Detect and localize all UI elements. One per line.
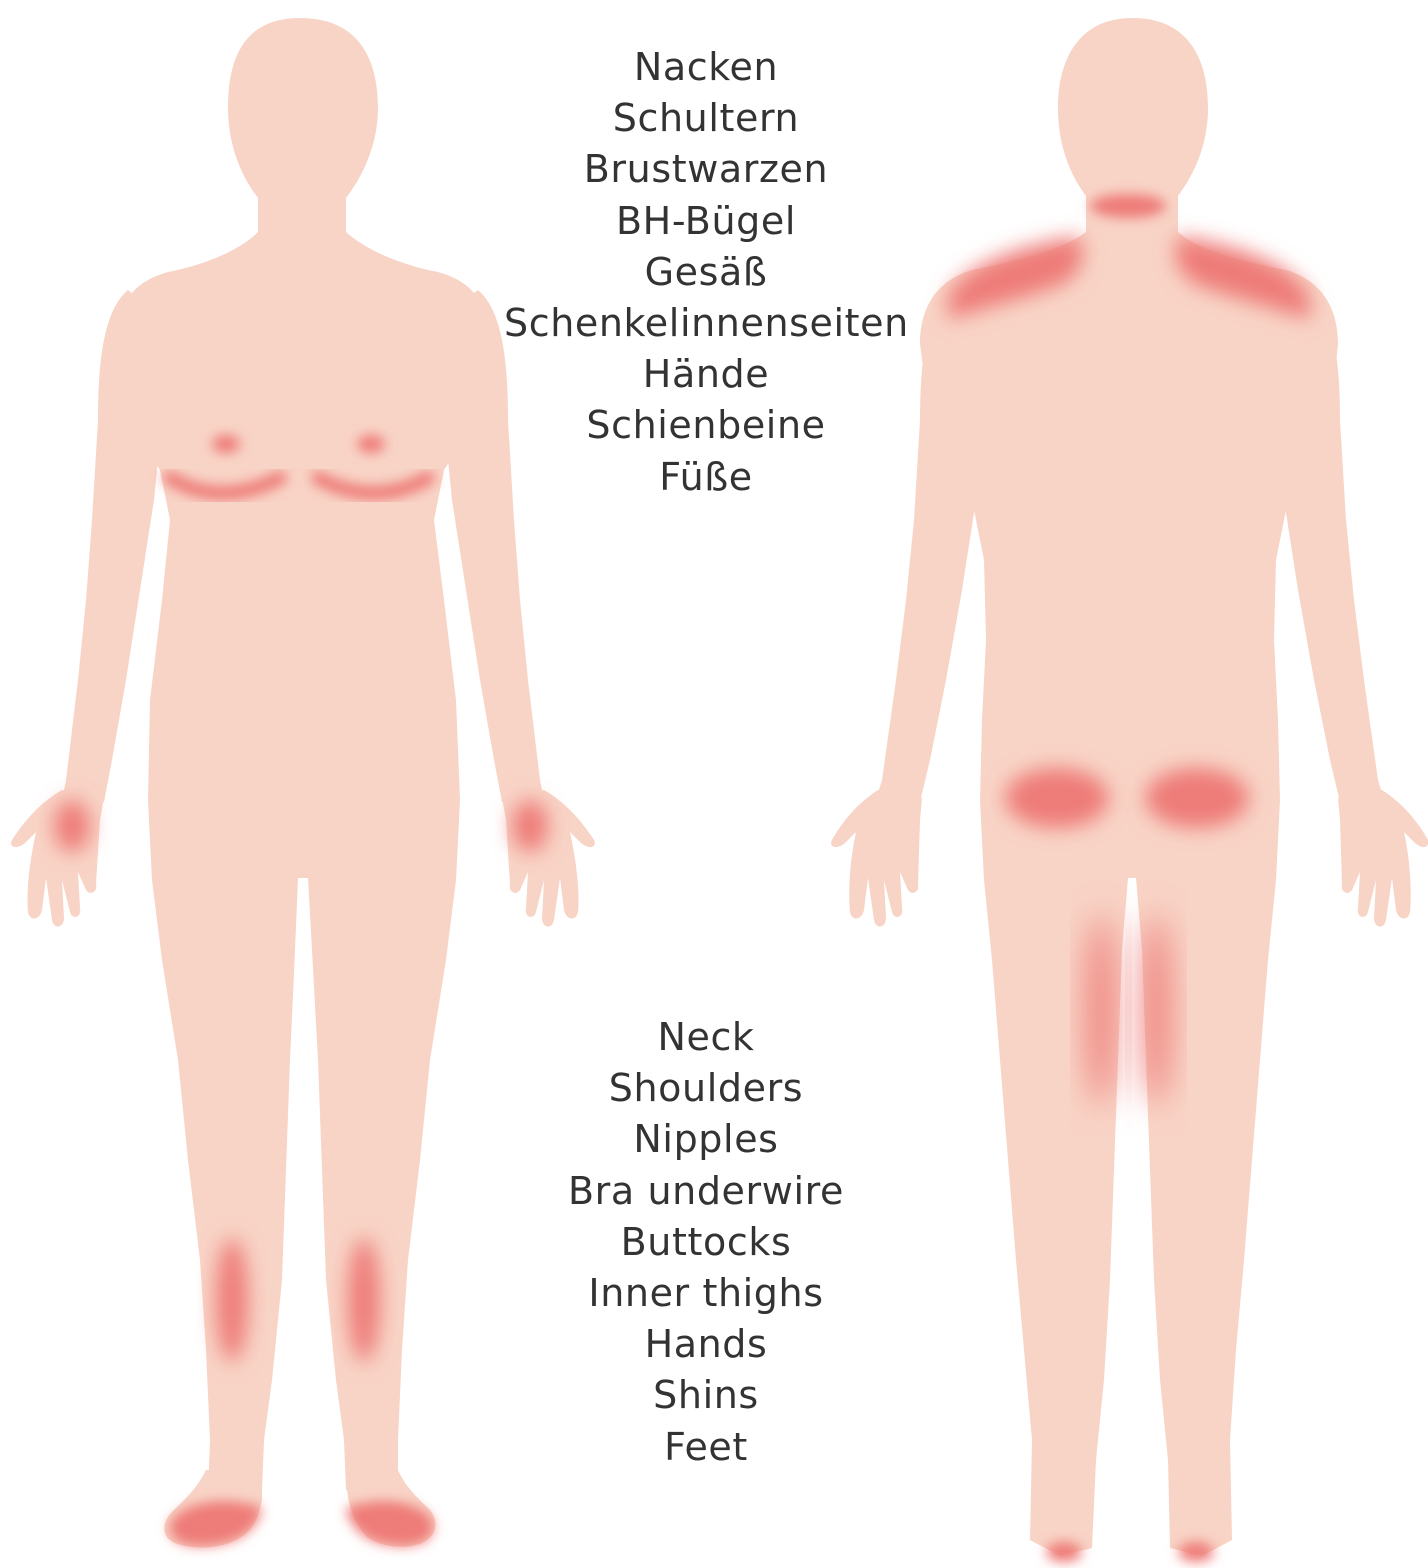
label-en: Hands <box>504 1319 908 1370</box>
heel-right-zone <box>1178 1542 1214 1562</box>
hand-right-zone <box>512 800 548 852</box>
label-en: Nipples <box>504 1114 908 1165</box>
shin-left-zone <box>216 1238 248 1362</box>
inner-thigh-left-zone <box>1087 914 1115 1106</box>
nipple-right-zone <box>357 435 385 453</box>
label-de: Hände <box>504 349 908 400</box>
back-arm-right <box>1270 290 1384 802</box>
label-de: Nacken <box>504 42 908 93</box>
label-en: Feet <box>504 1422 908 1473</box>
front-torso-legs <box>118 232 488 1500</box>
label-de: Brustwarzen <box>504 144 908 195</box>
buttock-left-zone <box>1005 768 1109 828</box>
nipple-left-zone <box>212 435 240 453</box>
label-en: Inner thighs <box>504 1268 908 1319</box>
neck-zone <box>1090 194 1166 218</box>
front-head <box>228 18 378 236</box>
label-en: Shoulders <box>504 1063 908 1114</box>
label-de: Füße <box>504 452 908 503</box>
back-hand-left <box>831 790 922 927</box>
label-de: Schienbeine <box>504 400 908 451</box>
label-de: BH-Bügel <box>504 196 908 247</box>
hand-left-zone <box>54 800 90 852</box>
label-en: Bra underwire <box>504 1166 908 1217</box>
label-en: Buttocks <box>504 1217 908 1268</box>
label-en: Neck <box>504 1012 908 1063</box>
labels-english: Neck Shoulders Nipples Bra underwire But… <box>504 1012 908 1473</box>
label-de: Gesäß <box>504 247 908 298</box>
shin-right-zone <box>348 1238 380 1362</box>
back-hand-right <box>1338 790 1428 927</box>
back-body <box>831 18 1428 1556</box>
heel-left-zone <box>1046 1542 1082 1562</box>
label-de: Schenkelinnenseiten <box>504 298 908 349</box>
labels-german: Nacken Schultern Brustwarzen BH-Bügel Ge… <box>504 42 908 503</box>
inner-thigh-right-zone <box>1142 914 1170 1106</box>
buttock-right-zone <box>1145 768 1249 828</box>
front-hand-left <box>11 790 104 927</box>
label-de: Schultern <box>504 93 908 144</box>
label-en: Shins <box>504 1370 908 1421</box>
